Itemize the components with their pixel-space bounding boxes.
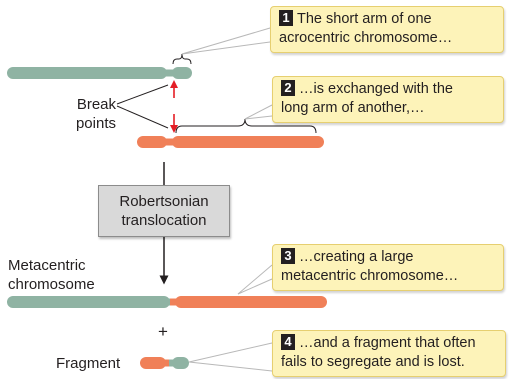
acrocentric-chromosome-green <box>7 67 192 79</box>
callout-step-4: 4…and a fragment that often fails to seg… <box>272 330 506 377</box>
step-number-badge: 1 <box>279 10 293 26</box>
metacentric-label: Metacentric chromosome <box>8 256 95 294</box>
callout-step-2: 2…is exchanged with the long arm of anot… <box>272 76 504 123</box>
callout-text-line1: …and a fragment that often <box>299 335 476 351</box>
robertsonian-translocation-box: Robertsonian translocation <box>98 185 230 237</box>
callout-leaders-top <box>181 27 273 120</box>
callout-leaders-bottom <box>188 264 273 372</box>
callout-step-3: 3…creating a large metacentric chromosom… <box>272 244 504 291</box>
break-points-leaders <box>116 84 169 129</box>
callout-text-line2: long arm of another,… <box>281 100 425 116</box>
process-box-line2: translocation <box>121 212 207 229</box>
plus-sign: + <box>158 322 168 341</box>
callout-text-line2: acrocentric chromosome… <box>279 30 453 46</box>
metacentric-label-line2: chromosome <box>8 276 95 293</box>
callout-text-line1: …creating a large <box>299 249 414 265</box>
callout-text-line1: The short arm of one <box>297 11 432 27</box>
break-points-label: Break points <box>60 95 116 133</box>
acrocentric-chromosome-orange <box>137 136 324 148</box>
short-arm-brace <box>172 53 192 65</box>
metacentric-label-line1: Metacentric <box>8 257 86 274</box>
callout-text-line2: metacentric chromosome… <box>281 268 459 284</box>
metacentric-chromosome <box>7 296 327 308</box>
step-number-badge: 3 <box>281 248 295 264</box>
fragment-chromosome <box>140 357 189 369</box>
break-points-label-line1: Break <box>76 96 116 113</box>
step-number-badge: 4 <box>281 334 295 350</box>
fragment-label: Fragment <box>56 355 121 372</box>
callout-text-line1: …is exchanged with the <box>299 81 453 97</box>
step-number-badge: 2 <box>281 80 295 96</box>
process-box-line1: Robertsonian <box>119 193 209 210</box>
callout-text-line2: fails to segregate and is lost. <box>281 354 465 370</box>
break-points-label-line2: points <box>75 115 116 132</box>
